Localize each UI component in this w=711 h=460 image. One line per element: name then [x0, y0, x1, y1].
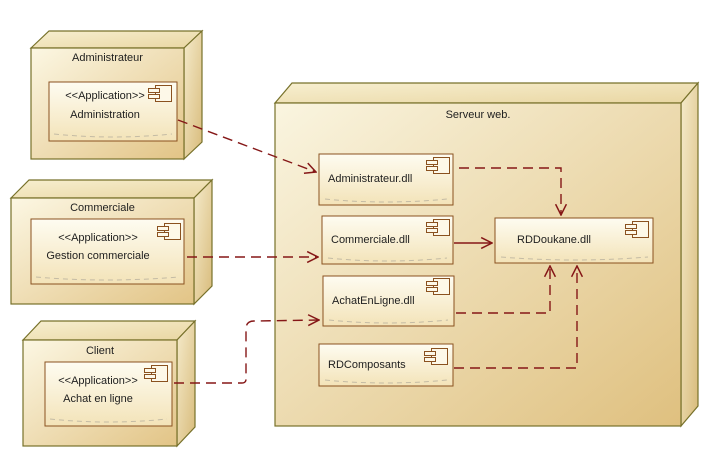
node-client[interactable] — [21, 319, 197, 448]
component-gestion-commerciale-shine-arc — [35, 276, 180, 281]
node-commerciale-side-face — [193, 178, 213, 306]
connectors — [174, 119, 577, 384]
connector-achat-en-ligne-to-achatenligne-dll[interactable] — [174, 320, 319, 384]
shine-arc — [324, 379, 448, 384]
component-administration-stereotype: <<Application>> — [65, 90, 145, 102]
component-rddoukane-dll-label: RDDoukane.dll — [517, 234, 591, 246]
component-administration-label: Administration — [70, 109, 140, 121]
component-administrateur-dll-box[interactable] — [318, 153, 454, 206]
component-achat-en-ligne-label: Achat en ligne — [63, 393, 133, 405]
component-administration-shine-arc — [53, 133, 173, 138]
component-commerciale-dll-label: Commerciale.dll — [331, 233, 410, 246]
node-client-title: Client — [85, 345, 115, 357]
shine-arc — [324, 198, 448, 203]
server-side-face — [680, 81, 699, 428]
shine-arc — [500, 256, 649, 261]
node-commerciale[interactable] — [9, 178, 214, 306]
node-commerciale-title: Commerciale — [70, 202, 135, 214]
node-commerciale-top-face — [9, 179, 214, 199]
node-administrateur-side-face — [183, 29, 203, 161]
component-achatenligne-dll-label: AchatEnLigne.dll — [332, 294, 415, 307]
connector-rdcomposants-to-rddoukane-dll[interactable] — [454, 266, 577, 369]
server-top-face — [273, 82, 700, 104]
node-administrateur-title: Administrateur — [72, 52, 143, 64]
node-administrateur-top-face — [29, 30, 204, 49]
shine-arc — [328, 319, 449, 324]
component-gestion-commerciale-stereotype: <<Application>> — [58, 232, 138, 244]
shine-arc — [327, 257, 448, 262]
component-achat-en-ligne-stereotype: <<Application>> — [58, 375, 138, 387]
connector-administrateur-dll-to-rddoukane-dll[interactable] — [459, 167, 561, 215]
server-title: Serveur web. — [445, 109, 511, 121]
node-serveur-web[interactable] — [273, 81, 700, 428]
node-client-top-face — [21, 320, 197, 341]
connector-administration-to-administrateur-dll[interactable] — [177, 119, 316, 172]
component-gestion-commerciale-label: Gestion commerciale — [46, 250, 150, 262]
component-rdcomposants-label: RDComposants — [328, 358, 406, 371]
component-achat-en-ligne-shine-arc — [49, 418, 168, 423]
component-administrateur-dll-label: Administrateur.dll — [328, 173, 413, 185]
